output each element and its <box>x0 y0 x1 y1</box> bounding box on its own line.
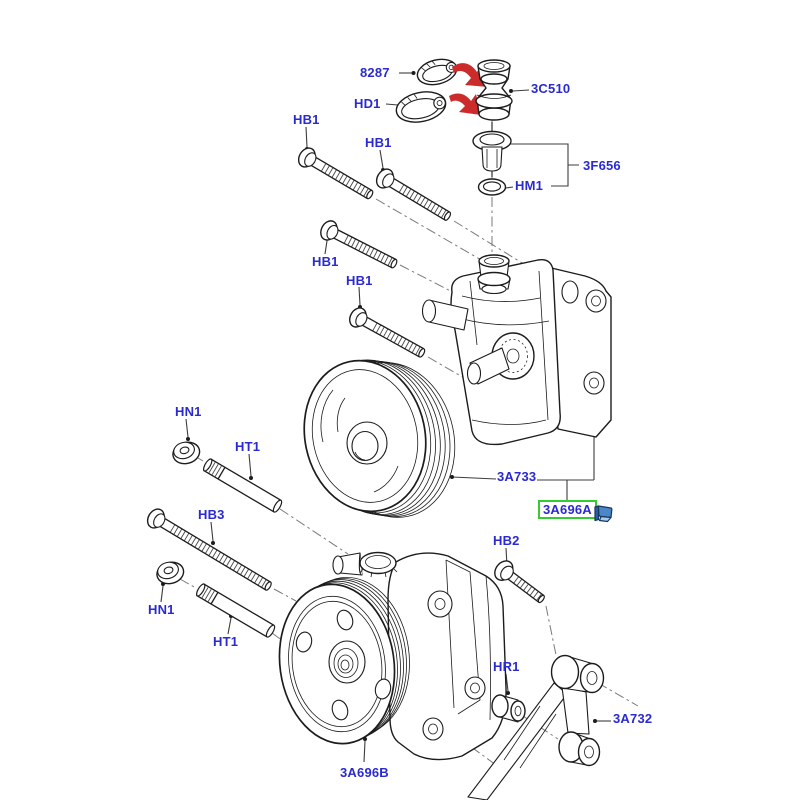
part-label-hb2[interactable]: HB2 <box>493 533 520 548</box>
bolt-hb2 <box>494 560 545 604</box>
red-arrow-bottom <box>449 93 481 115</box>
part-label-ht1-1[interactable]: HT1 <box>235 439 261 454</box>
bracket-top-bushing <box>550 654 605 694</box>
part-label-3a733[interactable]: 3A733 <box>497 469 537 484</box>
nut-hn1-2 <box>153 558 187 588</box>
part-label-8287[interactable]: 8287 <box>360 65 390 80</box>
part-catalog-book-icon[interactable] <box>592 503 615 524</box>
part-label-3a732[interactable]: 3A732 <box>613 711 653 726</box>
connector-3c510 <box>475 59 513 121</box>
part-label-ht1-2[interactable]: HT1 <box>213 634 239 649</box>
part-label-hb3[interactable]: HB3 <box>198 507 225 522</box>
part-label-hr1[interactable]: HR1 <box>493 659 520 674</box>
part-label-hb1-4[interactable]: HB1 <box>346 273 373 288</box>
pump-top-fitting <box>477 254 511 295</box>
part-label-hb1-1[interactable]: HB1 <box>293 112 320 127</box>
hose-clamp-small <box>416 58 458 86</box>
bracket-3a732 <box>467 654 605 800</box>
bracket-lower-bushing <box>558 731 601 767</box>
hose-clamp-large <box>395 91 447 123</box>
pulley-3a733 <box>303 359 456 518</box>
bolt-hb1-4 <box>346 305 428 363</box>
part-label-hb1-3[interactable]: HB1 <box>312 254 339 269</box>
part-label-hb1-2[interactable]: HB1 <box>365 135 392 150</box>
nut-hn1-1 <box>169 438 203 468</box>
part-label-3c510[interactable]: 3C510 <box>531 81 571 96</box>
reservoir-cap <box>332 551 398 578</box>
part-label-hn1-2[interactable]: HN1 <box>148 602 175 617</box>
pump-shaft <box>466 332 535 385</box>
bolt-hb1-2 <box>373 166 454 226</box>
part-label-3a696b[interactable]: 3A696B <box>340 765 389 780</box>
part-label-3f656[interactable]: 3F656 <box>583 158 621 173</box>
power-steering-pump-3a696a <box>421 254 612 446</box>
pump-assembly-3a696b <box>278 551 507 761</box>
spacer-hr1 <box>491 694 526 723</box>
bolt-hb1-1 <box>295 145 376 204</box>
stud-ht1-1 <box>202 458 283 513</box>
part-label-hn1-1[interactable]: HN1 <box>175 404 202 419</box>
part-label-hd1[interactable]: HD1 <box>354 96 381 111</box>
valve-3f656 <box>472 122 512 177</box>
part-label-hm1[interactable]: HM1 <box>515 178 544 193</box>
part-label-3a696a-highlighted[interactable]: 3A696A <box>538 500 597 519</box>
o-ring-hm1 <box>477 178 507 196</box>
stud-ht1-2 <box>195 583 276 638</box>
